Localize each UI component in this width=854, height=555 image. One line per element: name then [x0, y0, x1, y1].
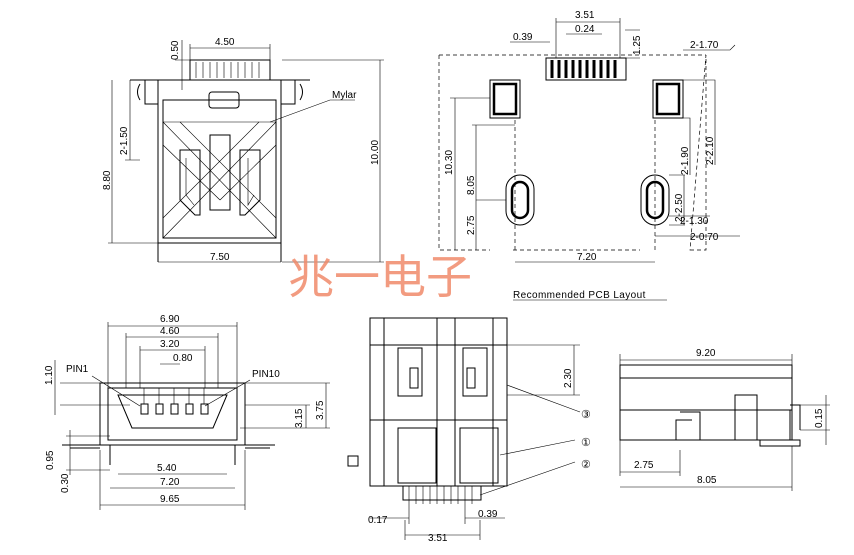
front-view: 6.90 4.60 3.20 0.80 1.10 PIN1 PIN10 3.15… — [44, 314, 330, 510]
pcb-layout-view: 3.51 0.39 0.24 1.25 2-1.70 10.30 8.05 2.… — [438, 10, 740, 301]
pcb-dim-2-170: 2-1.70 — [690, 40, 719, 51]
callout-2: ② — [581, 459, 591, 471]
top-dim-2-150: 2-1.50 — [119, 126, 130, 155]
top-view: 4.50 0.50 2-1.50 8.80 10.00 7.50 Mylar — [102, 37, 384, 263]
front-dim-095: 0.95 — [45, 450, 56, 470]
pcb-dim-275: 2.75 — [466, 215, 477, 235]
side-dim-015: 0.15 — [814, 408, 825, 428]
pin10-label: PIN10 — [252, 369, 280, 380]
front-dim-375: 3.75 — [315, 400, 326, 420]
pcb-dim-039: 0.39 — [513, 32, 533, 43]
bottom-dim-351: 3.51 — [428, 533, 448, 544]
front-dim-110: 1.10 — [44, 365, 55, 385]
front-dim-030: 0.30 — [60, 473, 71, 493]
pcb-dim-2-070: 2-0.70 — [690, 232, 719, 243]
bottom-view: 2.30 0.17 0.39 3.51 ③ ① ② — [347, 317, 591, 544]
side-view: 9.20 0.15 2.75 8.05 — [619, 348, 830, 491]
side-dim-920: 9.20 — [696, 348, 716, 359]
pcb-layout-title: Recommended PCB Layout — [513, 290, 646, 301]
pcb-dim-024: 0.24 — [575, 24, 595, 35]
top-dim-1000: 10.00 — [370, 140, 381, 165]
top-dim-880: 8.80 — [102, 170, 113, 190]
pcb-dim-805: 8.05 — [466, 175, 477, 195]
pin1-label: PIN1 — [66, 364, 89, 375]
front-dim-320: 3.20 — [160, 339, 180, 350]
front-dim-690: 6.90 — [160, 314, 180, 325]
front-dim-965: 9.65 — [160, 494, 180, 505]
top-dim-050: 0.50 — [170, 40, 181, 60]
bottom-dim-230: 2.30 — [563, 368, 574, 388]
top-dim-450: 4.50 — [215, 37, 235, 48]
callout-3: ③ — [581, 409, 591, 421]
front-dim-460: 4.60 — [160, 326, 180, 337]
pcb-dim-2-250: 2-2.50 — [674, 193, 685, 222]
front-dim-540: 5.40 — [157, 463, 177, 474]
side-dim-275: 2.75 — [634, 460, 654, 471]
bottom-dim-039: 0.39 — [478, 509, 498, 520]
mylar-label: Mylar — [332, 90, 357, 101]
top-dim-750: 7.50 — [210, 252, 230, 263]
pcb-dim-2-130: 2-1.30 — [680, 216, 709, 227]
front-dim-315: 3.15 — [294, 408, 305, 428]
bottom-dim-017: 0.17 — [368, 515, 388, 526]
pcb-dim-720: 7.20 — [577, 252, 597, 263]
callout-1: ① — [581, 437, 591, 449]
pcb-dim-1030: 10.30 — [444, 150, 455, 175]
pcb-dim-125: 1.25 — [632, 35, 643, 55]
front-dim-080: 0.80 — [173, 353, 193, 364]
watermark-text: 兆一电子 — [288, 250, 472, 304]
pcb-dim-2-190: 2-1.90 — [680, 146, 691, 175]
pcb-dim-2-210: 2-2.10 — [705, 136, 716, 165]
pcb-dim-351: 3.51 — [575, 10, 595, 21]
front-dim-720: 7.20 — [160, 477, 180, 488]
side-dim-805: 8.05 — [697, 475, 717, 486]
